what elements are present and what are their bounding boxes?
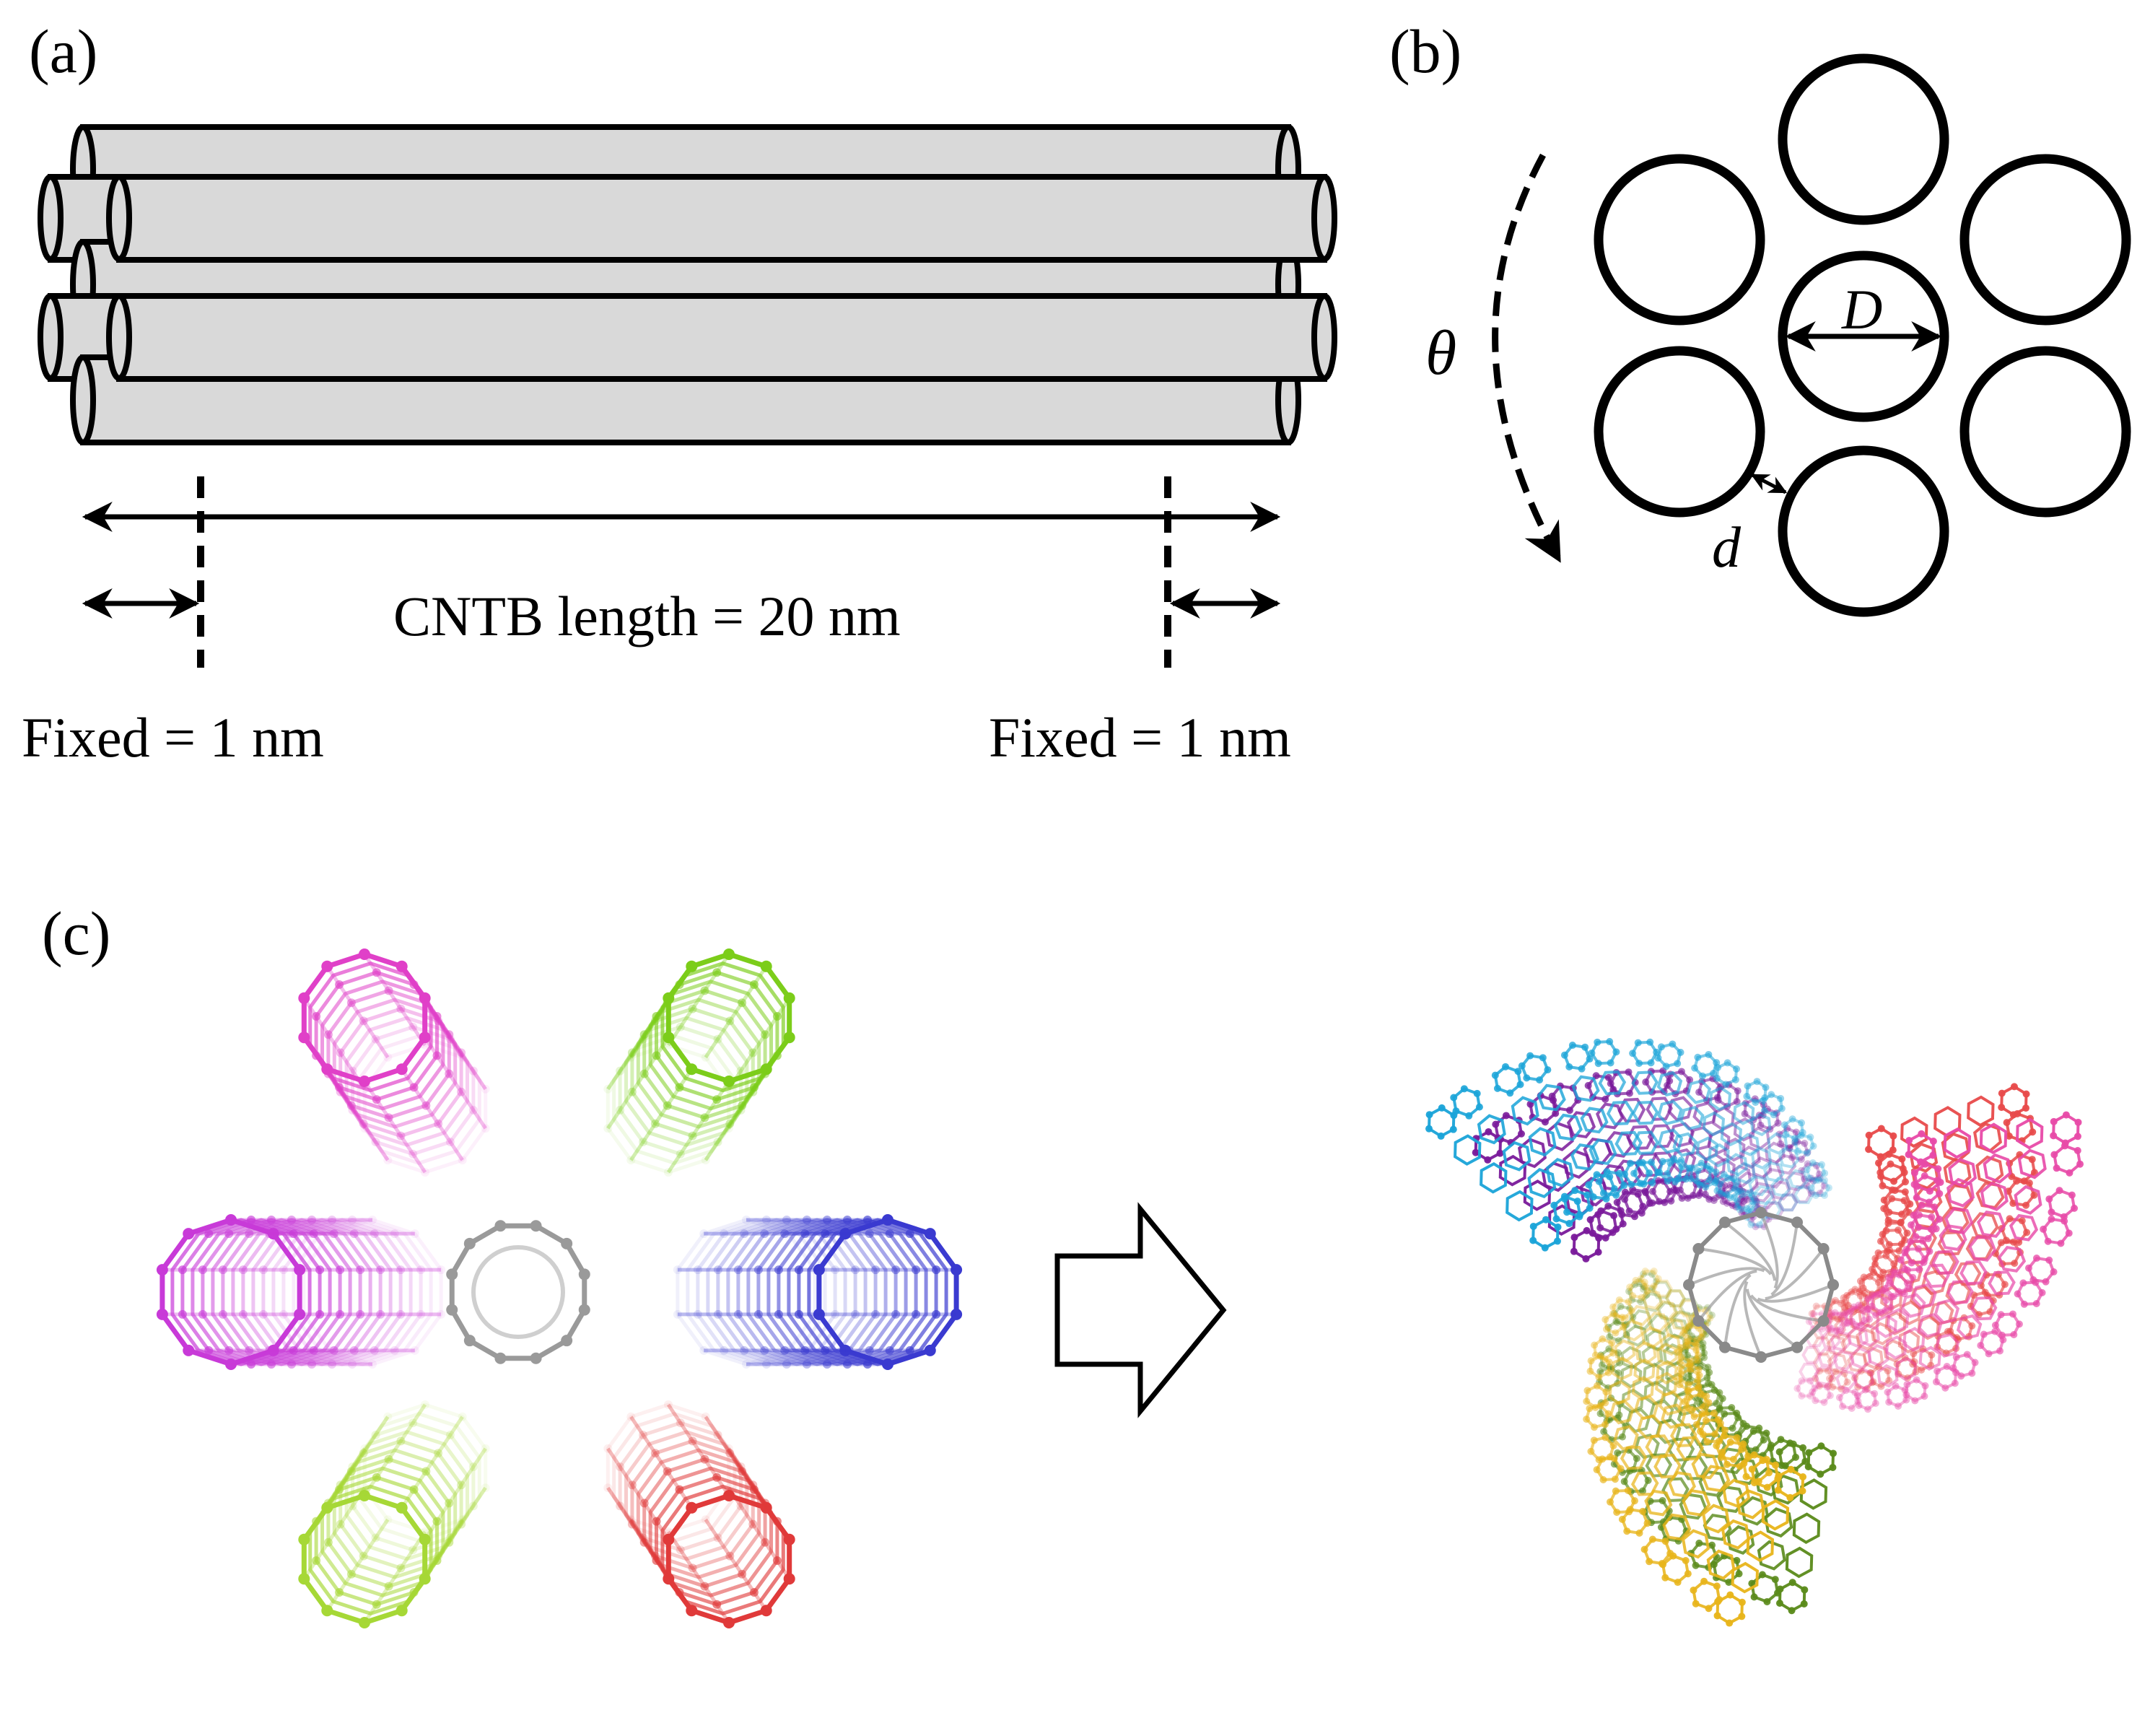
- tube-section-lower-left: [1594, 346, 1765, 518]
- tube-section-upper-right: [1959, 154, 2131, 326]
- tube-section-upper-left: [1594, 154, 1765, 326]
- dimension-lines: [82, 476, 1281, 668]
- cross-section-circles: [1594, 53, 2131, 617]
- cntb-bundle: [38, 124, 1337, 445]
- nanotube-gray-center: [446, 1220, 590, 1364]
- transition-arrow-icon: [1054, 1202, 1227, 1418]
- nanotube-green-top: [603, 948, 795, 1177]
- nanotube-blue: [673, 1214, 963, 1370]
- twisted-bundle: [1425, 1038, 2084, 1627]
- fixed-right-label: Fixed = 1 nm: [989, 706, 1291, 769]
- panel-c-label: (c): [42, 899, 110, 968]
- theta-symbol: θ: [1425, 318, 1456, 388]
- twisted-tube-cyan: [1425, 1038, 1832, 1252]
- tube-section-top: [1778, 53, 1949, 225]
- nanotube-red: [603, 1400, 795, 1628]
- nanotube-magenta-top: [298, 948, 490, 1177]
- diameter-symbol: D: [1841, 278, 1882, 341]
- gap-symbol: d: [1712, 516, 1742, 580]
- nanotube-magenta-left: [156, 1214, 446, 1370]
- panel-c: (c): [42, 899, 2084, 1628]
- panel-a: (a): [22, 17, 1337, 769]
- tube-front-lower: [106, 293, 1337, 382]
- cntb-length-label: CNTB length = 20 nm: [393, 585, 901, 647]
- panel-b-label: (b): [1389, 17, 1461, 86]
- tube-front-upper: [106, 174, 1337, 263]
- fixed-left-label: Fixed = 1 nm: [22, 706, 324, 769]
- panel-a-label: (a): [29, 17, 97, 86]
- tube-section-lower-right: [1959, 346, 2131, 518]
- panel-b: (b) D d θ: [1389, 17, 2131, 617]
- gap-arrow: [1750, 473, 1788, 494]
- tube-section-center: [1778, 250, 1949, 422]
- twisted-tube-gray-center: [1683, 1207, 1839, 1363]
- untwisted-bundle: [156, 948, 963, 1628]
- twisted-tube-pink: [1793, 1111, 2084, 1413]
- nanotube-lime-bottom: [298, 1400, 490, 1628]
- tube-section-bottom: [1778, 445, 1949, 617]
- rotation-arrow: [1492, 153, 1562, 563]
